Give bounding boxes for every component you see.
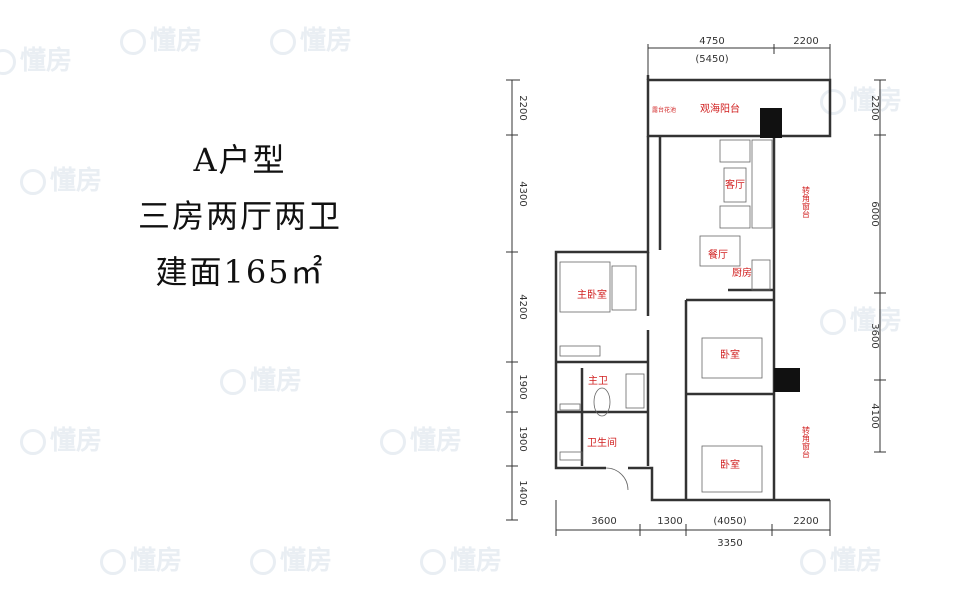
dim-left-5: 1900 bbox=[517, 426, 528, 451]
dim-left-2: 4300 bbox=[517, 181, 528, 206]
room-balcony: 观海阳台 bbox=[700, 102, 740, 115]
dim-right-1: 2200 bbox=[869, 95, 880, 120]
watermark: 懂房 bbox=[820, 80, 902, 117]
watermark: 懂房 bbox=[220, 360, 302, 397]
watermark-logo-icon bbox=[270, 28, 296, 55]
room-master-bath: 主卫 bbox=[588, 375, 608, 387]
watermark: 懂房 bbox=[270, 20, 352, 57]
dim-right-3: 3600 bbox=[869, 323, 880, 348]
watermark-logo-icon bbox=[220, 368, 246, 395]
dim-bottom-1: 3600 bbox=[591, 516, 616, 527]
room-bedroom-1: 卧室 bbox=[720, 348, 740, 361]
watermark-logo-icon bbox=[800, 548, 826, 575]
dim-top-2: (5450) bbox=[695, 54, 728, 65]
watermark-logo-icon bbox=[820, 88, 846, 115]
watermark: 懂房 bbox=[820, 300, 902, 337]
watermark-logo-icon bbox=[120, 28, 146, 55]
room-bathroom: 卫生间 bbox=[587, 436, 617, 449]
watermark-logo-icon bbox=[820, 308, 846, 335]
room-bedroom-2: 卧室 bbox=[720, 458, 740, 471]
watermark: 懂房 bbox=[20, 160, 102, 197]
watermark-logo-icon bbox=[0, 48, 16, 75]
room-master-bedroom: 主卧室 bbox=[577, 288, 607, 301]
dim-bottom-2: 1300 bbox=[657, 516, 682, 527]
dim-top-1: 4750 bbox=[699, 36, 724, 47]
unit-type-title: A户型 bbox=[193, 141, 287, 179]
watermark: 懂房 bbox=[0, 40, 72, 77]
watermark: 懂房 bbox=[20, 420, 102, 457]
column-mid bbox=[774, 368, 800, 392]
watermark: 懂房 bbox=[380, 420, 462, 457]
dim-bottom-3: (4050) bbox=[713, 516, 746, 527]
watermark: 懂房 bbox=[420, 540, 502, 577]
watermark-logo-icon bbox=[380, 428, 406, 455]
title-block: A户型 三房两厅两卫 建面165㎡ bbox=[110, 132, 370, 300]
column-top bbox=[760, 108, 782, 138]
watermark: 懂房 bbox=[120, 20, 202, 57]
room-window-1: 转角窗台 bbox=[802, 185, 811, 219]
dim-left-4: 1900 bbox=[517, 374, 528, 399]
room-dining: 餐厅 bbox=[708, 248, 728, 261]
room-kitchen: 厨房 bbox=[732, 266, 752, 279]
watermark-logo-icon bbox=[250, 548, 276, 575]
area-title: 建面165㎡ bbox=[155, 253, 325, 291]
dim-left-6: 1400 bbox=[517, 480, 528, 505]
dim-left-1: 2200 bbox=[517, 95, 528, 120]
layout-title: 三房两厅两卫 bbox=[137, 197, 342, 235]
watermark: 懂房 bbox=[800, 540, 882, 577]
room-balcony-small: 露台花池 bbox=[652, 106, 676, 114]
watermark-logo-icon bbox=[100, 548, 126, 575]
room-living: 客厅 bbox=[725, 178, 745, 191]
room-window-2: 转角窗台 bbox=[802, 425, 811, 459]
dim-right-2: 6000 bbox=[869, 201, 880, 226]
dim-right-4: 4100 bbox=[869, 403, 880, 428]
watermark-logo-icon bbox=[420, 548, 446, 575]
watermark-logo-icon bbox=[20, 428, 46, 455]
dim-bottom-5: 3350 bbox=[717, 538, 742, 549]
dim-left-3: 4200 bbox=[517, 294, 528, 319]
watermark-logo-icon bbox=[20, 168, 46, 195]
dim-bottom-4: 2200 bbox=[793, 516, 818, 527]
watermark: 懂房 bbox=[250, 540, 332, 577]
dim-top-3: 2200 bbox=[793, 36, 818, 47]
watermark: 懂房 bbox=[100, 540, 182, 577]
